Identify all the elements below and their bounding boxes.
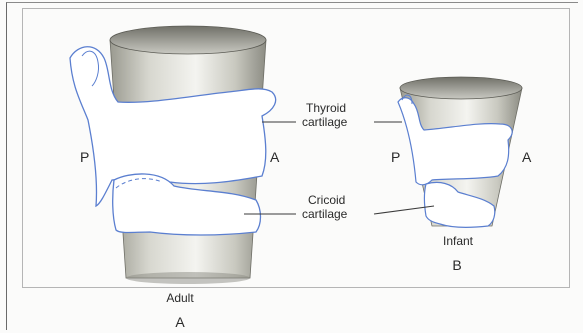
cricoid-label-line2: cartilage [302, 207, 347, 221]
adult-tube-opening [110, 26, 266, 54]
cricoid-label-line1: Cricoid [308, 193, 345, 207]
infant-caption: Infant [436, 234, 480, 248]
panel-b-label: B [447, 258, 467, 272]
infant-tube-opening [400, 77, 522, 99]
infant-anterior-label: A [522, 150, 531, 164]
adult-larynx [70, 26, 276, 284]
thyroid-label-line1: Thyroid [306, 101, 346, 115]
panel-a-label: A [170, 315, 190, 329]
adult-caption: Adult [160, 291, 200, 305]
adult-anterior-label: A [270, 150, 279, 164]
adult-posterior-label: P [80, 150, 89, 164]
infant-larynx [398, 77, 522, 227]
infant-posterior-label: P [391, 150, 400, 164]
thyroid-label-line2: cartilage [302, 115, 347, 129]
